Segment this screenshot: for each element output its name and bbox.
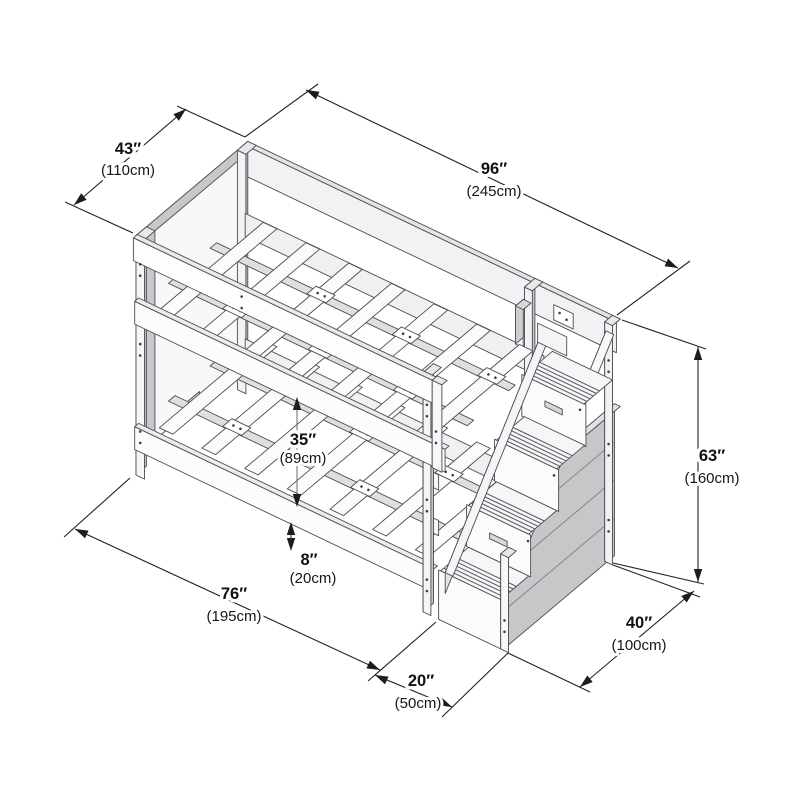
bunk-bed-drawing xyxy=(132,140,621,654)
dimension-annotations xyxy=(63,83,707,718)
dimension-labels: 43″ (110cm) 96″ (245cm) 63″ (160cm) 40″ … xyxy=(98,137,742,716)
dimension-bunk-clearance xyxy=(292,397,302,507)
dim-label-43in: 43″ xyxy=(115,140,141,158)
dim-label-96in: 96″ xyxy=(481,160,507,178)
dim-label-20cm: (50cm) xyxy=(395,695,442,712)
dim-label-43cm: (110cm) xyxy=(101,162,155,179)
dimension-total-length xyxy=(244,83,691,316)
dim-label-35cm: (89cm) xyxy=(280,450,327,467)
dimension-total-height xyxy=(612,319,707,585)
staircase xyxy=(438,314,621,654)
dim-label-8in: 8″ xyxy=(300,551,317,569)
dimension-bed-length xyxy=(63,477,437,682)
dim-label-96cm: (245cm) xyxy=(466,183,521,200)
dim-label-63in: 63″ xyxy=(699,447,725,465)
dimension-base-height xyxy=(286,522,296,551)
dim-label-8cm: (20cm) xyxy=(290,570,337,587)
dimension-stairs-length xyxy=(374,652,509,718)
dim-label-40in: 40″ xyxy=(626,614,652,632)
dimension-stairs-end-depth xyxy=(507,564,701,693)
hardware-details xyxy=(138,263,610,634)
dim-label-63cm: (160cm) xyxy=(684,470,739,487)
dim-label-76in: 76″ xyxy=(221,585,247,603)
front-guard-rails xyxy=(132,234,450,617)
dim-label-40cm: (100cm) xyxy=(611,637,666,654)
dim-label-35in: 35″ xyxy=(290,431,316,449)
dim-label-76cm: (195cm) xyxy=(206,608,261,625)
dim-label-20in: 20″ xyxy=(408,672,434,690)
dimension-head-width xyxy=(64,105,246,234)
